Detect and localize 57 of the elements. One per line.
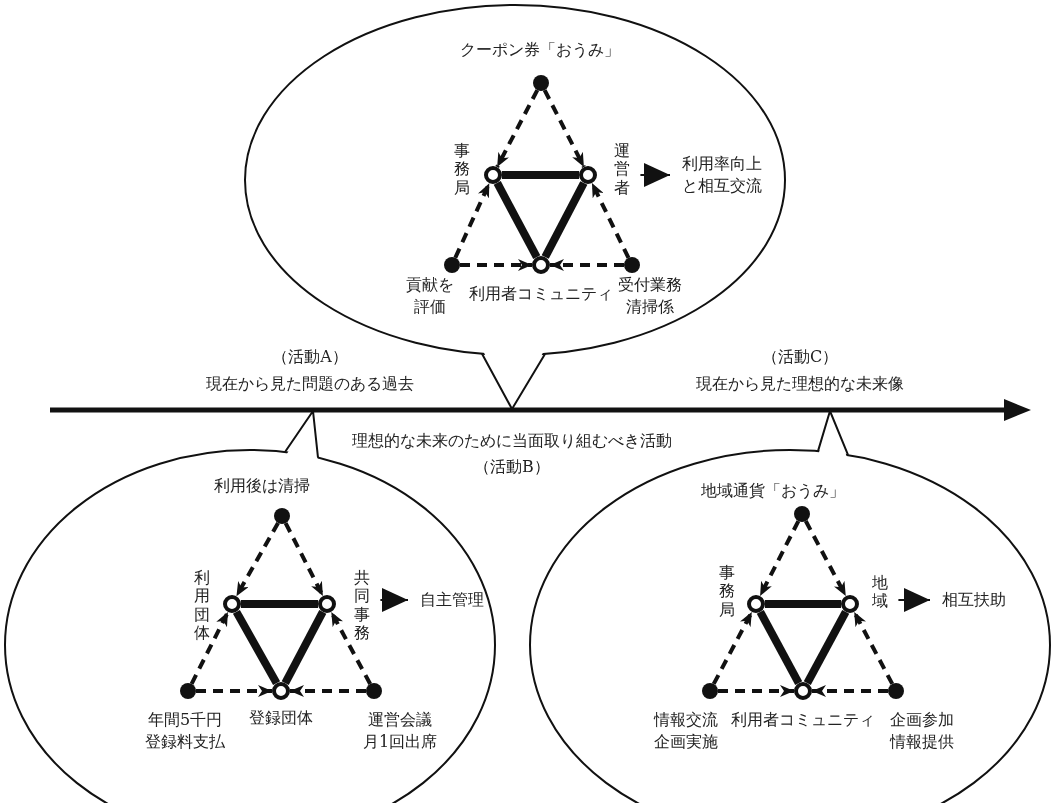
node-label: 登録団体 — [249, 707, 313, 730]
timeline-label: 現在から見た問題のある過去 — [206, 373, 414, 396]
thick-line — [502, 171, 579, 179]
thick-line — [493, 181, 541, 259]
dashed-arrow — [804, 520, 848, 597]
node-label: 事務局 — [718, 564, 736, 620]
thick-line — [765, 600, 841, 608]
node-label: 貢献を評価 — [405, 274, 455, 318]
dashed-arrow — [234, 521, 280, 598]
result-text: 相互扶助 — [930, 587, 1006, 613]
dashed-arrow — [329, 610, 372, 685]
node-label: 受付業務清掃係 — [617, 274, 683, 318]
node-label: 利用団体 — [193, 569, 211, 643]
node-label: 利用者コミュニティ — [469, 283, 613, 306]
pointer-triangle — [897, 588, 931, 612]
dashed-arrow — [290, 685, 366, 697]
dashed-arrow — [542, 89, 586, 168]
node-label: 運営者 — [613, 142, 631, 198]
node-label: 事務局 — [453, 142, 471, 198]
node-label: 年間5千円登録料支払 — [144, 709, 226, 753]
node-label: 共同事務 — [353, 569, 371, 643]
node-label: クーポン券「おうみ」 — [460, 39, 620, 62]
node-label: 企画参加情報提供 — [888, 709, 955, 753]
dashed-arrow — [812, 685, 888, 697]
dashed-arrow — [550, 259, 624, 271]
timeline-label: （活動B） — [474, 456, 550, 479]
dashed-arrow — [852, 611, 895, 685]
dashed-arrow — [495, 89, 540, 168]
dashed-arrow — [758, 520, 801, 597]
thick-line — [241, 600, 318, 608]
thick-line — [541, 181, 588, 259]
node-label: 地域 — [871, 573, 889, 611]
dashed-arrow — [196, 685, 272, 697]
node-label: 利用後は清掃 — [214, 475, 310, 498]
node-label: 地域通貨「おうみ」 — [701, 480, 845, 503]
dashed-arrow — [460, 259, 532, 271]
timeline-label: 理想的な未来のために当面取り組むべき活動 — [352, 430, 672, 453]
result-text: 利用率向上と相互交流 — [670, 153, 767, 197]
dashed-arrow — [453, 182, 492, 259]
pointer-triangle — [639, 163, 671, 187]
thick-line — [232, 609, 281, 686]
pointer-triangle — [379, 588, 409, 612]
timeline-label: 現在から見た理想的な未来像 — [696, 373, 904, 396]
result-text: 自主管理 — [408, 587, 484, 613]
dashed-arrow — [283, 522, 325, 597]
timeline-label: （活動C） — [761, 346, 839, 369]
dashed-arrow — [711, 611, 754, 685]
node-label: 利用者コミュニティ — [731, 709, 875, 732]
dashed-arrow — [590, 182, 631, 259]
thick-line — [803, 610, 850, 685]
node-label: 情報交流企画実施 — [652, 709, 719, 753]
dashed-arrow — [718, 685, 794, 697]
timeline-label: （活動A） — [272, 346, 348, 369]
dashed-arrow — [189, 611, 230, 685]
thick-line — [756, 610, 803, 685]
node-label: 運営会議月1回出席 — [361, 709, 439, 753]
thick-line — [281, 610, 327, 685]
